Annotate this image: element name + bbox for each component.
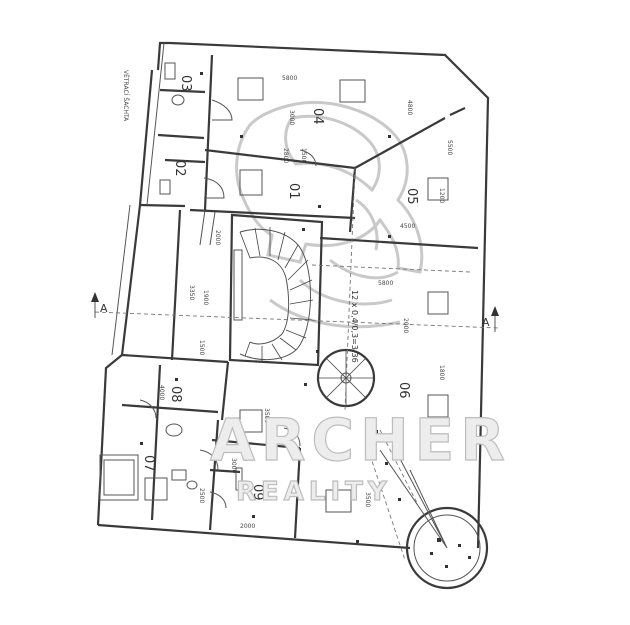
section-marker-right: A [482,306,499,332]
section-label-right: A [482,316,490,329]
dim-label: 4000 [158,385,165,400]
dim-label: 3000 [288,110,295,125]
dim-label: 3500 [364,492,371,507]
room-labels: 04 01 02 03 05 06 07 08 09 [141,75,419,501]
main-staircase [228,213,324,367]
watermark-brand-sub: REALITY [236,477,392,507]
room-label-09: 09 [250,484,265,501]
section-marker-left: A [91,292,108,318]
dim-label: 1800 [438,365,445,380]
room-label-02: 02 [172,160,187,177]
dim-label: 3350 [188,285,195,300]
notes: 12 x 0,4/0,3=3,36 2000 VĚTRACÍ ŠACHTA [122,70,409,363]
doors [139,99,317,509]
room-label-04: 04 [310,108,325,125]
markers [140,72,401,543]
room-label-07: 07 [141,455,156,472]
outer-walls [96,41,490,550]
room-label-01: 01 [286,183,301,200]
dim-label: 2000 [240,523,255,530]
room-label-05: 05 [404,188,419,205]
construction-lines [94,167,499,561]
round-turret [379,449,489,590]
dim-label: 5800 [282,75,297,82]
dim-label: 1500 [300,148,307,163]
dim-label: 4500 [400,223,415,230]
dim-label: 4800 [406,100,413,115]
room-label-08: 08 [168,386,183,403]
dim-label: 3000 [230,458,237,473]
furniture [144,77,449,513]
room-label-06: 06 [396,382,411,399]
dim-label: 5500 [446,140,453,155]
dimension-labels: 5800 4800 2800 3000 1500 4500 5800 3350 … [158,75,453,530]
dim-label: 1500 [198,340,205,355]
dim-label: 1200 [438,188,445,203]
dim-label: 3500 [263,408,270,423]
room-label-03: 03 [178,75,193,92]
shaft-note: VĚTRACÍ ŠACHTA [122,70,130,122]
dim-label: 5800 [378,280,393,287]
dim-label: 2000 [214,230,221,245]
sanitary-fixtures [99,62,243,501]
watermark-brand-main: ARCHER [210,406,511,474]
stair-note: 12 x 0,4/0,3=3,36 [350,290,359,363]
section-label-left: A [100,302,108,315]
watermark-text: ARCHER REALITY [209,405,511,507]
dim-label: 2500 [198,488,205,503]
dim-label: 1900 [202,290,209,305]
stair-width-note: 2000 [402,318,409,333]
dim-label: 2800 [282,148,289,163]
